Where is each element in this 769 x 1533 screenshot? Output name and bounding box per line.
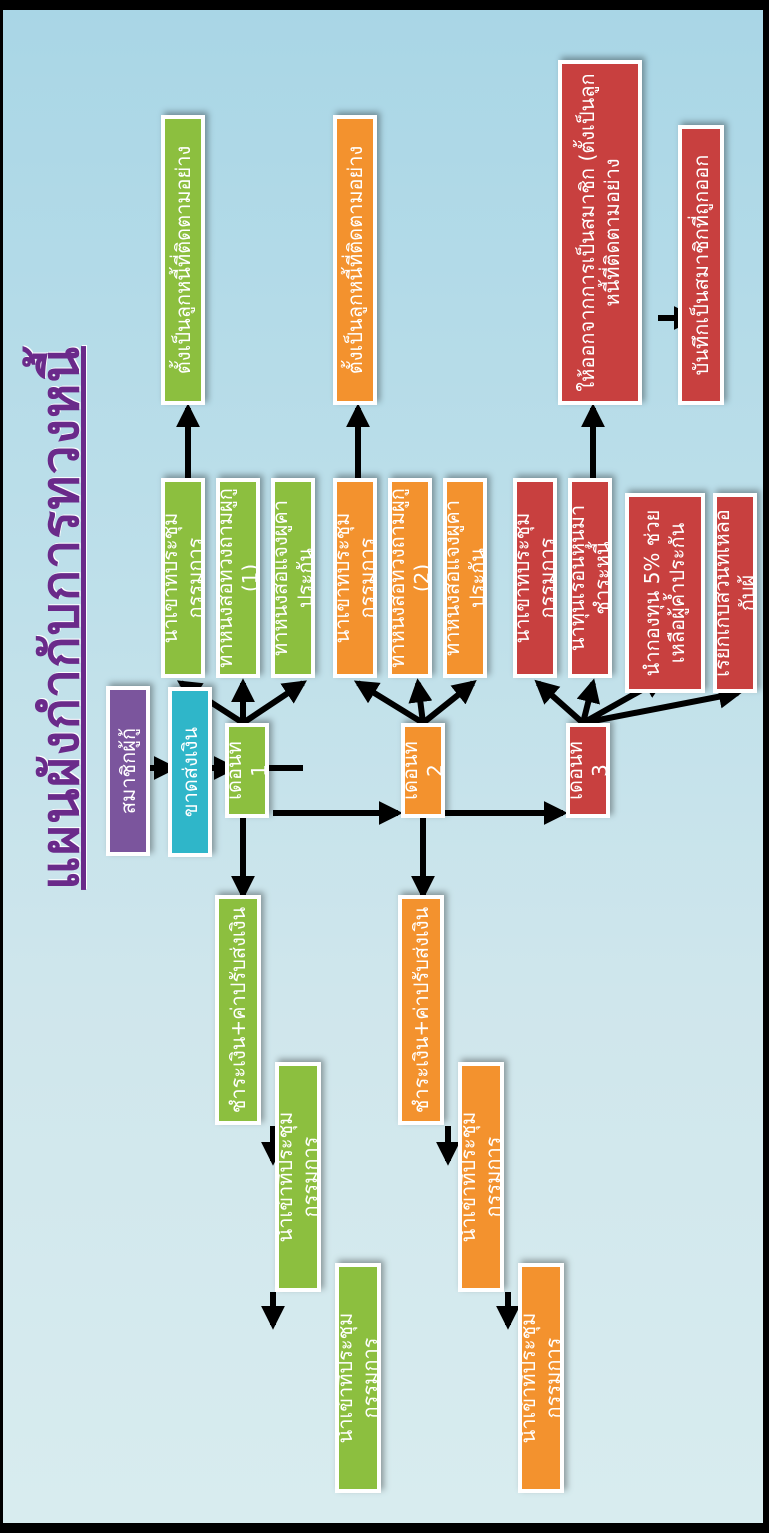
month2-result: ตั้งเป็นลูกหนี้ที่ติดตามอย่าง [333, 115, 377, 405]
month2-right-2: ทำหนังสือทวงถามผู้กู้ (2) [388, 478, 432, 678]
diagram-canvas: แผนผังกำกับการทวงหนี้ [3, 10, 763, 1523]
month3-right-2: นำทุนเรือนหุ้นมาชำระหนี้ [568, 478, 612, 678]
month1-right-3: ทำหนังสือแจ้งผู้ค้ำประกัน [271, 478, 315, 678]
month3-result-1: ให้ออกจากการเป็นสมาชิก (ตั้งเป็นลูกหนี้ท… [558, 60, 642, 405]
month1-left-3: นำเข้าที่ประชุมกรรมการ [335, 1263, 381, 1493]
month2-left-2: นำเข้าที่ประชุมกรรมการ [458, 1062, 504, 1292]
month1-box: เดือนที่ 1 [225, 723, 269, 818]
missed-payment-box: ขาดส่งเงิน [168, 687, 212, 857]
month3-right-4: เรียกเก็บส่วนที่เหลือกับผู้ [713, 493, 757, 693]
month1-right-1: นำเข้าที่ประชุมกรรมการ [161, 478, 205, 678]
month3-result-2: บันทึกเป็นสมาชิกที่ถูกออก [678, 125, 724, 405]
month2-box: เดือนที่ 2 [401, 723, 445, 818]
month1-right-2: ทำหนังสือทวงถามผู้กู้ (1) [216, 478, 260, 678]
month1-left-2: นำเข้าที่ประชุมกรรมการ [275, 1062, 321, 1292]
month2-right-1: นำเข้าที่ประชุมกรรมการ [333, 478, 377, 678]
month1-left-1: ชำระเงิน+ค่าปรับส่งเงิน [215, 895, 261, 1125]
member-box: สมาชิกผู้กู้ [106, 686, 150, 856]
month2-left-1: ชำระเงิน+ค่าปรับส่งเงิน [398, 895, 444, 1125]
month3-right-3: นำกองทุน 5% ช่วยเหลือผู้ค้ำประกัน [625, 493, 705, 693]
month3-right-1: นำเข้าที่ประชุมกรรมการ [513, 478, 557, 678]
month1-result: ตั้งเป็นลูกหนี้ที่ติดตามอย่าง [161, 115, 205, 405]
month3-box: เดือนที่ 3 [566, 723, 610, 818]
month2-left-3: นำเข้าที่ประชุมกรรมการ [518, 1263, 564, 1493]
month2-right-3: ทำหนังสือแจ้งผู้ค้ำประกัน [443, 478, 487, 678]
